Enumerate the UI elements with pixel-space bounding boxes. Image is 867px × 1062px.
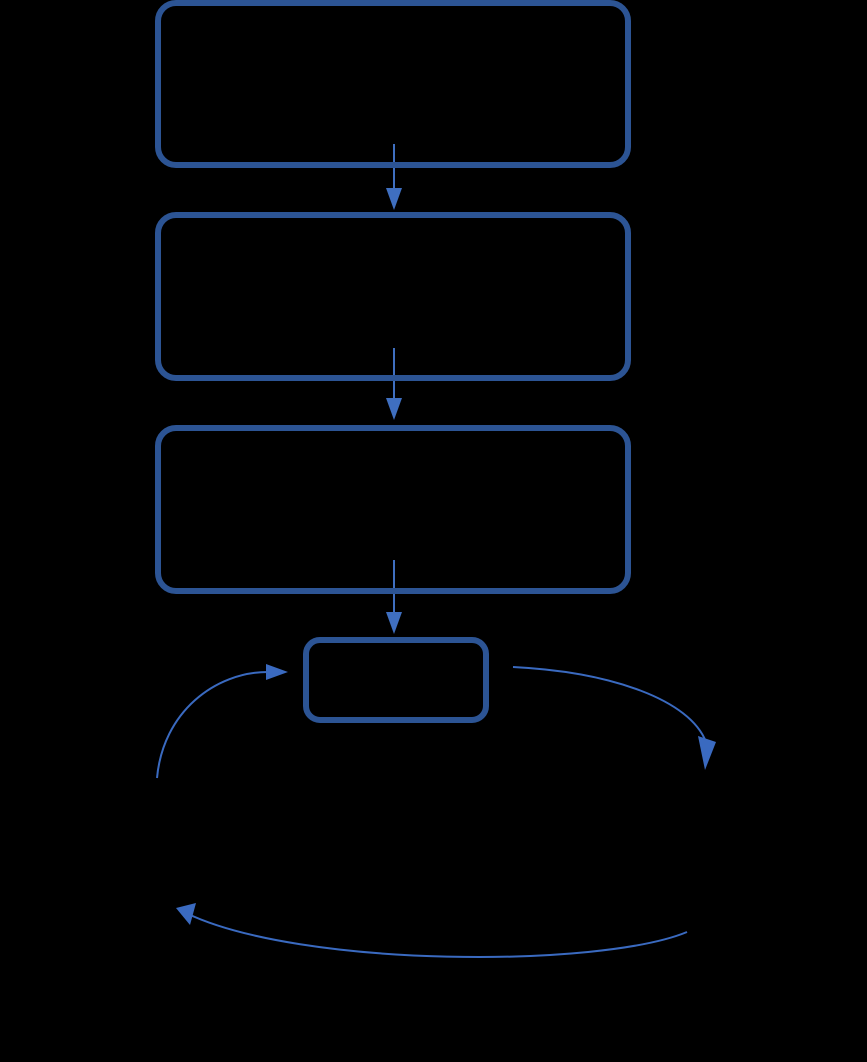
feedback-loop-return-curve-line — [185, 912, 688, 958]
feedback-loop-exit-curve-arrowhead — [698, 736, 716, 770]
feedback-loop-entry-curve-line — [156, 671, 269, 779]
decision-box-shape[interactable] — [303, 637, 489, 723]
stage-box-1-shape[interactable] — [155, 0, 631, 168]
stage-box-2[interactable] — [155, 212, 631, 381]
stage-box-1[interactable] — [155, 0, 631, 168]
stage-box-3-shape[interactable] — [155, 425, 631, 594]
feedback-loop-return-curve — [176, 903, 688, 958]
connector-box1-to-box2-arrowhead — [386, 188, 402, 210]
feedback-loop-entry-curve — [156, 664, 288, 779]
feedback-loop-return-curve-arrowhead — [176, 903, 196, 925]
connector-box3-to-decision-arrowhead — [386, 612, 402, 634]
feedback-loop-exit-curve — [512, 666, 716, 770]
feedback-loop-entry-curve-arrowhead — [266, 664, 288, 680]
connector-box3-to-decision — [386, 560, 402, 634]
edge-group — [156, 144, 716, 958]
feedback-loop-exit-curve-line — [512, 666, 707, 743]
node-group — [155, 0, 631, 723]
connector-box2-to-box3 — [386, 348, 402, 420]
connector-box2-to-box3-arrowhead — [386, 398, 402, 420]
stage-box-2-shape[interactable] — [155, 212, 631, 381]
decision-box[interactable] — [303, 637, 489, 723]
stage-box-3[interactable] — [155, 425, 631, 594]
